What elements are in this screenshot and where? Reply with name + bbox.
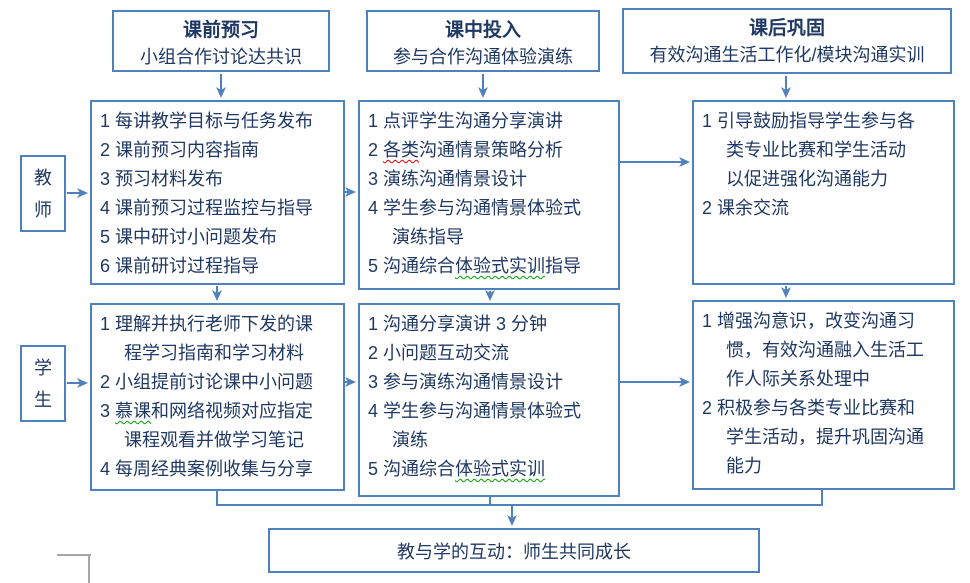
teacher-in-class-box: 1 点评学生沟通分享演讲 2 各类沟通情景策略分析 3 演练沟通情景设计 4 学生参与…: [358, 100, 620, 290]
role-box-teacher: 教师: [20, 155, 66, 232]
header-box-pre-class: 课前预习 小组合作讨论达共识: [112, 10, 330, 72]
list-line: 3 预习材料发布: [100, 169, 224, 189]
header-subtitle: 小组合作讨论达共识: [140, 47, 302, 67]
header-box-post-class: 课后巩固 有效沟通生活工作化/模块沟通实训: [622, 8, 952, 74]
list-line: 以促进强化沟通能力: [726, 169, 888, 189]
list-line: 程学习指南和学习材料: [124, 343, 304, 363]
list-line: 演练指导: [392, 227, 464, 247]
list-line: 类专业比赛和学生活动: [726, 140, 906, 160]
list-line: 1 沟通分享演讲 3 分钟: [368, 314, 548, 334]
teacher-post-class-box: 1 引导鼓励指导学生参与各类专业比赛和学生活动以促进强化沟通能力 2 课余交流: [692, 100, 955, 285]
list-line: 3 慕课和网络视频对应指定: [100, 401, 314, 421]
spellcheck-marked-text: 各类: [383, 140, 420, 160]
list-line: 6 课前研讨过程指导: [100, 256, 260, 276]
role-box-student: 学生: [20, 345, 66, 422]
header-title: 课中投入: [444, 20, 521, 41]
role-label: 学生: [33, 357, 52, 410]
list-line: 4 每周经典案例收集与分享: [100, 459, 314, 479]
teacher-pre-class-box: 1 每讲教学目标与任务发布 2 课前预习内容指南 3 预习材料发布 4 课前预习过程监…: [90, 100, 345, 285]
list-line: 2 课前预习内容指南: [100, 140, 260, 160]
list-line: 1 理解并执行老师下发的课: [100, 314, 314, 334]
list-line: 1 引导鼓励指导学生参与各: [702, 111, 916, 131]
list-line: 3 参与演练沟通情景设计: [368, 372, 564, 392]
list-line: 惯，有效沟通融入生活工: [726, 340, 924, 360]
footer-box: 教与学的互动：师生共同成长: [268, 528, 760, 573]
list-line: 2 小组提前讨论课中小问题: [100, 372, 314, 392]
list-line: 1 每讲教学目标与任务发布: [100, 111, 314, 131]
list-line: 能力: [726, 456, 762, 476]
header-box-in-class: 课中投入 参与合作沟通体验演练: [366, 10, 600, 72]
list-line: 2 小问题互动交流: [368, 343, 510, 363]
list-line: 4 学生参与沟通情景体验式: [368, 401, 582, 421]
list-line: 课程观看并做学习笔记: [124, 430, 304, 450]
list-line: 4 课前预习过程监控与指导: [100, 198, 314, 218]
list-line: 5 沟通综合体验式实训: [368, 459, 546, 479]
spellcheck-marked-text: 慕课: [115, 401, 152, 421]
list-line: 1 点评学生沟通分享演讲: [368, 111, 564, 131]
list-line: 2 课余交流: [702, 198, 790, 218]
student-post-class-box: 1 增强沟意识，改变沟通习惯，有效沟通融入生活工作人际关系处理中 2 积极参与各类…: [692, 300, 955, 490]
list-line: 4 学生参与沟通情景体验式: [368, 198, 582, 218]
student-in-class-box: 1 沟通分享演讲 3 分钟 2 小问题互动交流 3 参与演练沟通情景设计 4 学生参与…: [358, 303, 620, 497]
list-line: 2 各类沟通情景策略分析: [368, 140, 564, 160]
list-line: 3 演练沟通情景设计: [368, 169, 528, 189]
page-margin-mark: [57, 554, 91, 583]
list-line: 学生活动，提升巩固沟通: [726, 427, 924, 447]
header-title: 课后巩固: [748, 18, 825, 39]
list-line: 5 沟通综合体验式实训指导: [368, 256, 582, 276]
list-line: 5 课中研讨小问题发布: [100, 227, 278, 247]
list-line: 2 积极参与各类专业比赛和: [702, 398, 916, 418]
header-title: 课前预习: [182, 20, 259, 41]
footer-label: 教与学的互动：师生共同成长: [397, 541, 631, 562]
header-subtitle: 有效沟通生活工作化/模块沟通实训: [649, 45, 925, 65]
spellcheck-marked-text: 体验式实训: [455, 459, 546, 479]
list-line: 1 增强沟意识，改变沟通习: [702, 311, 916, 331]
spellcheck-marked-text: 体验式实训: [455, 256, 546, 276]
student-pre-class-box: 1 理解并执行老师下发的课程学习指南和学习材料 2 小组提前讨论课中小问题 3 慕课…: [90, 303, 345, 491]
list-line: 演练: [392, 430, 428, 450]
list-line: 作人际关系处理中: [726, 369, 870, 389]
role-label: 教师: [33, 167, 52, 220]
header-subtitle: 参与合作沟通体验演练: [393, 47, 573, 67]
